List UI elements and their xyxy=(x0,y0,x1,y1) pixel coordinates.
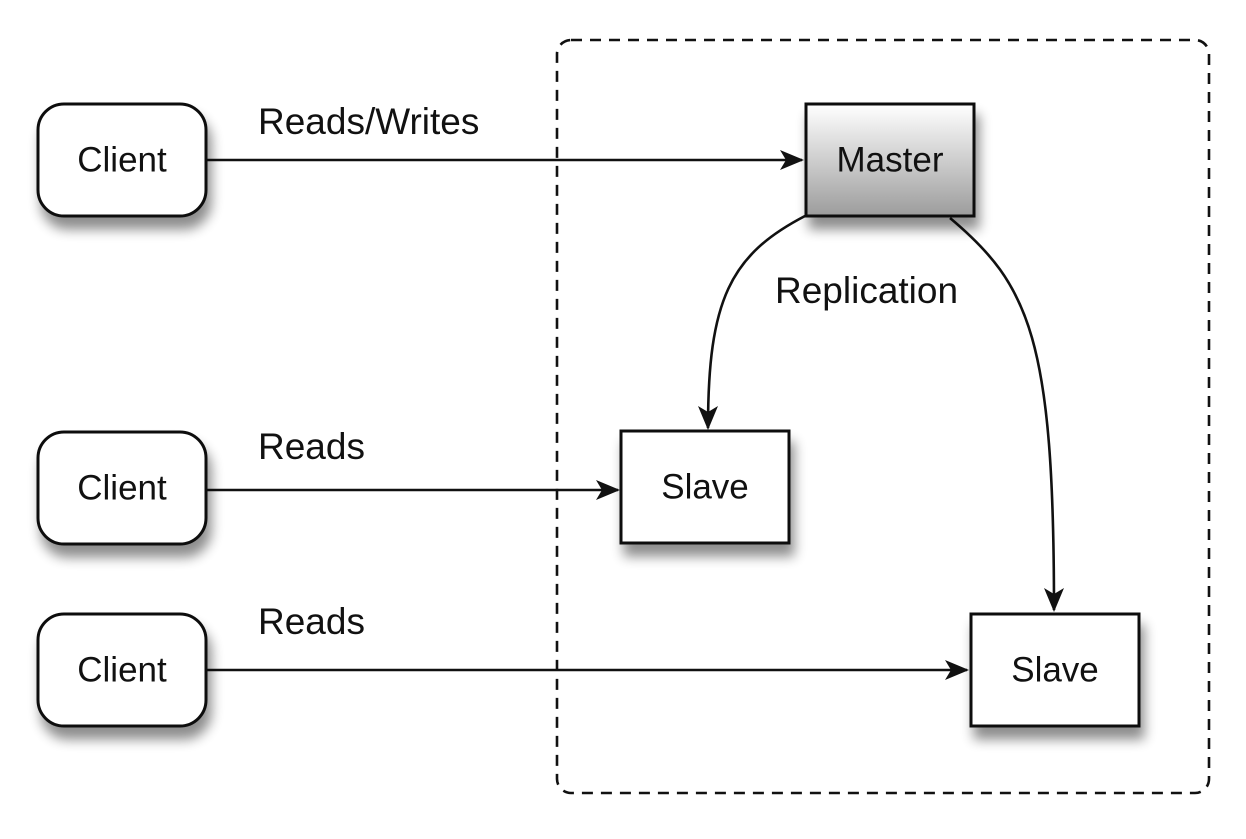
server-cluster-boundary xyxy=(555,38,1211,795)
edge-master-to-slave2 xyxy=(949,217,1064,612)
client-node: Client xyxy=(36,612,208,728)
edge-master-to-slave1 xyxy=(698,214,806,430)
client-label: Client xyxy=(77,469,167,508)
slave-label: Slave xyxy=(1011,651,1099,690)
slave-node: Slave xyxy=(619,429,791,545)
master-node: Master xyxy=(804,102,976,218)
slave-node: Slave xyxy=(969,612,1141,728)
edge-label-reads-slave2: Reads xyxy=(258,601,365,642)
edge-label-reads-writes: Reads/Writes xyxy=(258,101,479,142)
client-label: Client xyxy=(77,141,167,180)
edge-label-reads-slave1: Reads xyxy=(258,426,365,467)
master-label: Master xyxy=(837,141,944,180)
client-label: Client xyxy=(77,651,167,690)
edge-label-replication: Replication xyxy=(775,270,958,311)
client-node: Client xyxy=(36,430,208,546)
slave-label: Slave xyxy=(661,468,749,507)
client-node: Client xyxy=(36,102,208,218)
